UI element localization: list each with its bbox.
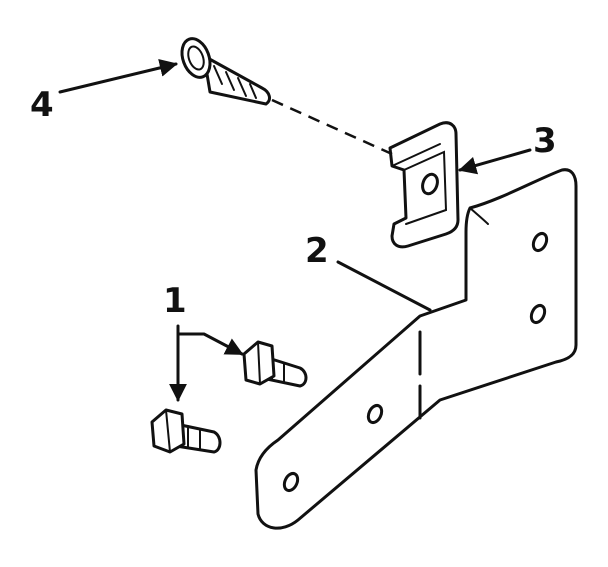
mounting-bracket-icon bbox=[254, 168, 578, 530]
leader-line-1-branch bbox=[176, 332, 244, 356]
callout-2: 2 bbox=[305, 231, 329, 271]
leader-line-4 bbox=[58, 59, 178, 94]
callout-3: 3 bbox=[533, 121, 557, 161]
callout-4: 4 bbox=[30, 85, 54, 125]
screw-icon bbox=[180, 37, 271, 106]
callout-1: 1 bbox=[163, 281, 187, 321]
alignment-line bbox=[271, 98, 393, 156]
leader-line-2 bbox=[336, 260, 432, 312]
bolt-lower-icon bbox=[150, 408, 222, 454]
leader-line-3 bbox=[458, 148, 532, 175]
clip-nut-icon bbox=[388, 121, 460, 249]
bolt-upper-icon bbox=[242, 340, 308, 388]
